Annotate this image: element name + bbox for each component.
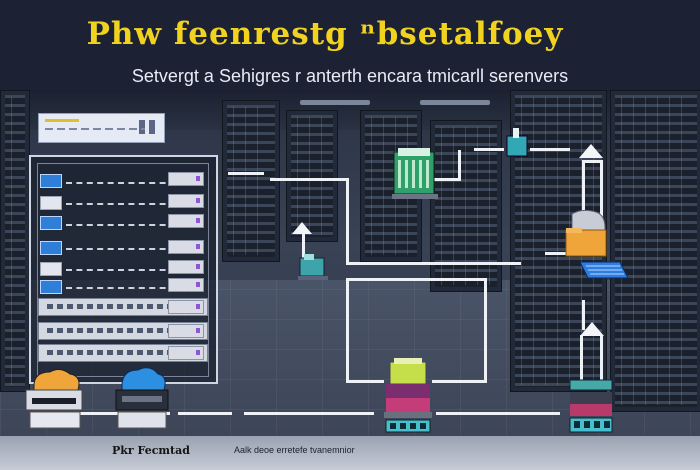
page-title: Phw feenrestg ⁿbsetalfoey [86, 16, 564, 52]
footer-label-right: Aalk deoe erretefe tvanemnior [234, 445, 355, 455]
connector-line [582, 160, 585, 250]
link-line [66, 203, 176, 205]
drive-bay [168, 300, 204, 314]
storage-stack-icon [569, 379, 613, 433]
indicator-bar [139, 120, 145, 134]
upload-arrow-icon [292, 222, 312, 234]
drive-bay [168, 278, 204, 292]
connector-line [582, 300, 585, 330]
server-shelf [38, 298, 208, 316]
network-port [40, 241, 62, 255]
server-shelf [38, 322, 208, 340]
connector-line [346, 380, 384, 383]
drive-bay [168, 346, 204, 360]
connector-line [432, 380, 487, 383]
connector-line [582, 160, 603, 163]
drive-bay [168, 214, 204, 228]
connector-line [346, 262, 521, 265]
connector-line [600, 335, 603, 380]
background-rack [286, 110, 338, 242]
connector-line [302, 232, 305, 262]
upload-arrow-icon [580, 322, 604, 336]
connector-line [346, 278, 486, 281]
connector-line [346, 278, 349, 382]
page-subtitle: Setvergt a Sehigres r anterth encara tmi… [131, 66, 569, 86]
network-switch-icon [506, 128, 528, 157]
background-rack [0, 90, 30, 392]
connector-line [474, 148, 504, 151]
footer-bar [0, 436, 700, 470]
background-rack [222, 100, 280, 262]
server-shelf [38, 344, 208, 362]
connector-line [600, 160, 603, 250]
link-line [66, 182, 176, 184]
rack-inner-frame [37, 163, 209, 377]
drive-bay [168, 260, 204, 274]
connector-line [434, 178, 460, 181]
cloud-printer-icon [115, 367, 169, 429]
connector-line [228, 172, 264, 175]
connector-line [244, 412, 374, 415]
header-banner: Phw feenrestg ⁿbsetalfoey Setvergt a Seh… [0, 0, 700, 90]
folder-device-icon [565, 209, 629, 279]
storage-stack-icon [392, 148, 438, 199]
link-line [66, 248, 176, 250]
cloud-printer-icon [25, 368, 83, 429]
drive-bay [168, 172, 204, 186]
network-port [40, 262, 62, 276]
connector-line [530, 148, 570, 151]
network-port [40, 280, 62, 294]
storage-stack-icon [384, 358, 432, 433]
drive-bay [168, 194, 204, 208]
connector-line [580, 335, 583, 380]
link-line [66, 269, 176, 271]
connector-line [270, 178, 346, 181]
background-rack [610, 90, 700, 412]
link-line [66, 224, 176, 226]
footer-label-left: Pkr Fecmtad [112, 444, 190, 457]
server-node-icon [298, 254, 328, 280]
indicator-bar [149, 120, 155, 134]
ceiling-light [300, 100, 370, 105]
connector-line [178, 412, 232, 415]
network-port [40, 174, 62, 188]
upload-arrow-icon [579, 144, 603, 158]
connector-line [458, 150, 461, 181]
network-port [40, 216, 62, 230]
connector-line [484, 278, 487, 382]
ceiling-light [420, 100, 490, 105]
link-line [66, 287, 176, 289]
connector-line [346, 178, 349, 264]
monitor-panel [38, 113, 165, 143]
drive-bay [168, 324, 204, 338]
network-port [40, 196, 62, 210]
drive-bay [168, 240, 204, 254]
connector-line [436, 412, 560, 415]
